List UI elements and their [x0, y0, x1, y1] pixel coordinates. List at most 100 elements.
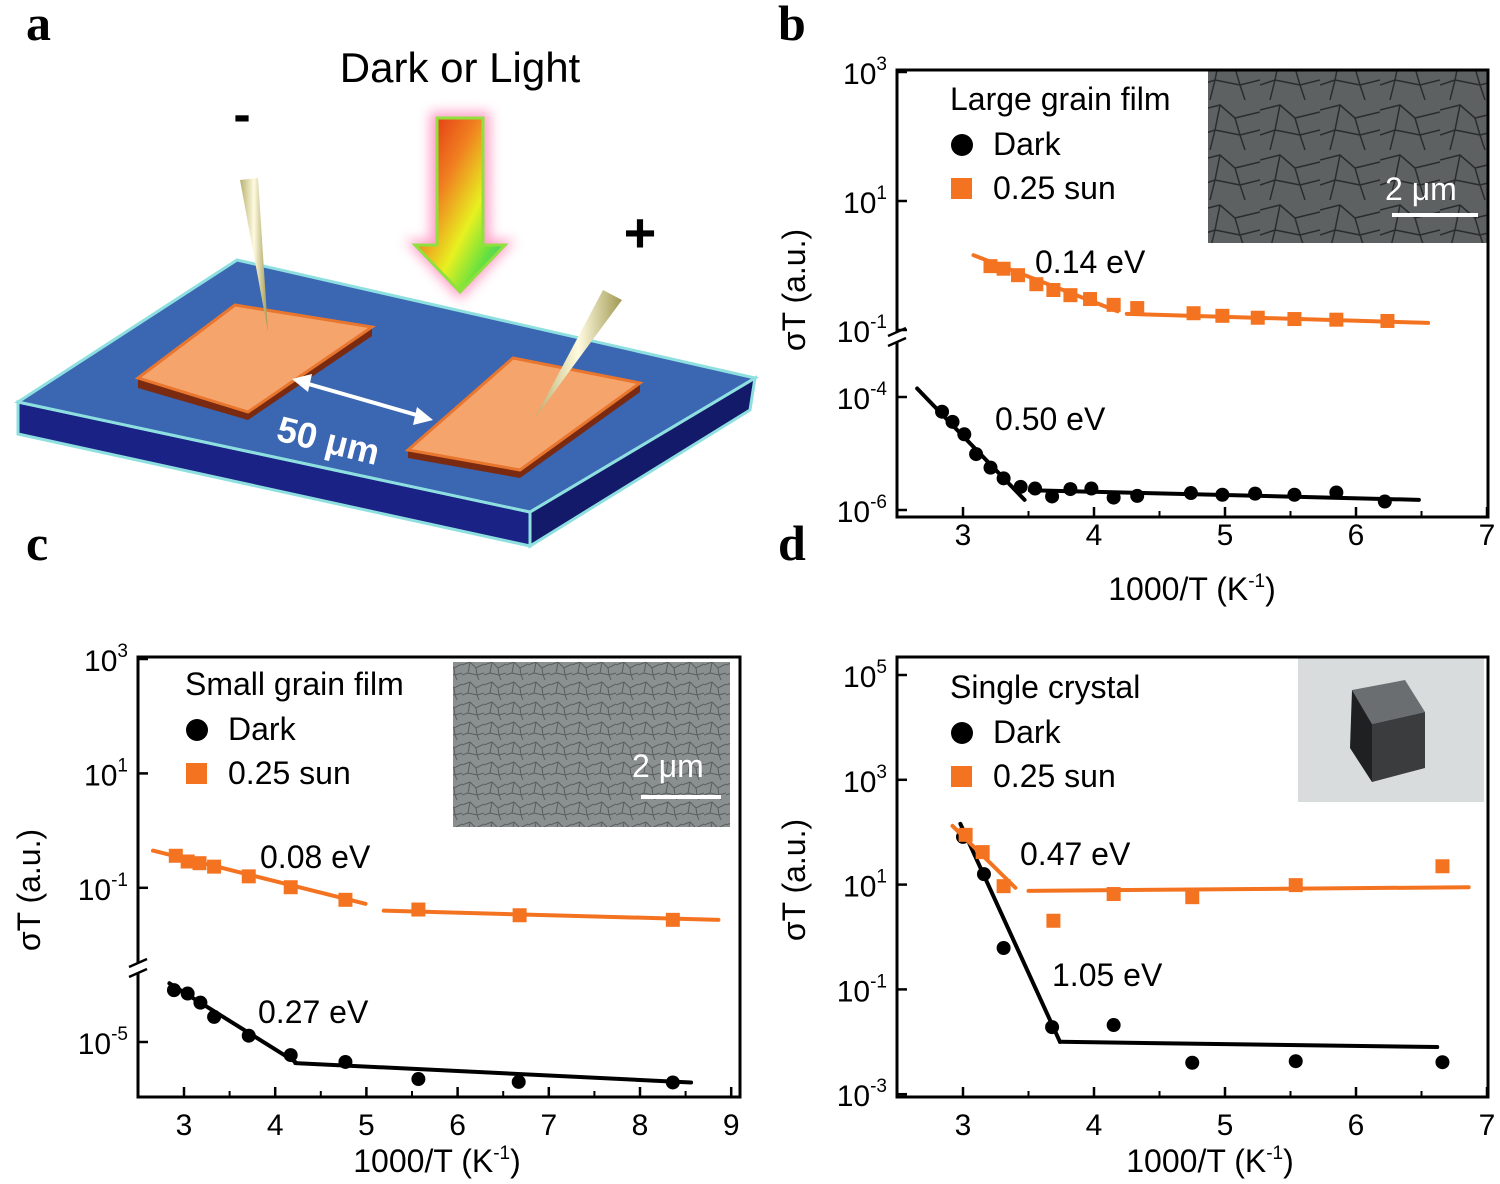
data-point [241, 1028, 256, 1043]
data-point [1185, 1055, 1200, 1070]
data-point [1287, 487, 1302, 502]
y-tick-label: 10-5 [78, 1024, 128, 1061]
y-tick-label: 101 [843, 867, 887, 904]
x-tick-label: 5 [1217, 519, 1234, 552]
y-tick-base: 10 [837, 1080, 870, 1113]
y-tick-label: 10-4 [837, 379, 888, 416]
data-point [1329, 485, 1344, 500]
left-probe-icon [240, 178, 268, 332]
legend-title: Large grain film [950, 81, 1171, 117]
data-point [411, 902, 426, 917]
y-tick-base: 10 [843, 766, 876, 799]
data-point [975, 845, 990, 860]
data-point [957, 427, 972, 442]
data-point [935, 404, 950, 419]
y-tick-label: 105 [843, 657, 887, 694]
legend-marker-light [951, 178, 972, 199]
x-tick-label: 6 [449, 1109, 466, 1142]
y-tick-label: 10-6 [837, 492, 887, 529]
data-point [338, 892, 353, 907]
y-tick-exponent: -3 [870, 1076, 887, 1097]
activation-energy-label: 0.08 eV [260, 839, 371, 875]
x-axis-label: 1000/T (K-1) [1108, 571, 1276, 607]
data-point [1029, 277, 1044, 292]
right-probe-icon [535, 290, 622, 418]
activation-energy-label: 0.27 eV [258, 994, 369, 1030]
y-tick-exponent: 3 [876, 762, 887, 783]
y-tick-base: 10 [837, 316, 870, 349]
y-tick-base: 10 [78, 874, 111, 907]
y-tick-base: 10 [84, 645, 117, 678]
y-axis-label: σT (a.u.) [11, 829, 47, 951]
data-point [1185, 890, 1200, 905]
y-tick-exponent: -6 [870, 492, 887, 513]
data-point [1380, 313, 1395, 328]
data-point [1046, 283, 1061, 298]
data-point [1435, 859, 1450, 874]
data-point [168, 848, 183, 863]
scale-bar-label: 2 μm [632, 748, 704, 784]
data-point [1046, 913, 1061, 928]
x-tick-label: 4 [1086, 1109, 1103, 1142]
y-tick-exponent: -1 [111, 870, 128, 891]
y-tick-exponent: 1 [876, 183, 887, 204]
x-tick-label: 4 [1086, 519, 1103, 552]
fit-line [381, 908, 721, 922]
y-tick-base: 10 [837, 975, 870, 1008]
data-point [958, 827, 973, 842]
data-point [207, 859, 222, 874]
data-point [945, 414, 960, 429]
data-point [1186, 306, 1201, 321]
legend-label: 0.25 sun [993, 758, 1116, 794]
x-tick-label: 7 [540, 1109, 557, 1142]
y-tick-exponent: -1 [870, 312, 887, 333]
y-tick-exponent: 1 [876, 867, 887, 888]
y-tick-label: 10-1 [78, 870, 128, 907]
data-point [1084, 481, 1099, 496]
axis-break-mark [887, 336, 907, 348]
substrate-top [14, 258, 759, 514]
data-point [1183, 486, 1198, 501]
data-point [283, 880, 298, 895]
x-tick-label: 9 [723, 1109, 740, 1142]
legend-label: 0.25 sun [228, 755, 351, 791]
legend-marker-light [186, 763, 207, 784]
legend-label: Dark [228, 711, 297, 747]
data-point [983, 259, 998, 274]
panel-label-d: d [778, 515, 806, 571]
y-tick-base: 10 [837, 496, 870, 529]
data-point [1063, 288, 1078, 303]
data-point [283, 1048, 298, 1063]
y-tick-exponent: -5 [111, 1024, 128, 1045]
data-point [241, 869, 256, 884]
x-tick-label: 7 [1479, 519, 1496, 552]
x-tick-label: 5 [1217, 1109, 1234, 1142]
illumination-title: Dark or Light [340, 44, 581, 91]
y-tick-label: 101 [843, 183, 887, 220]
legend-marker-dark [951, 722, 973, 744]
x-tick-label: 8 [632, 1109, 649, 1142]
y-tick-label: 103 [843, 762, 887, 799]
data-point [996, 261, 1011, 276]
activation-energy-label: 0.47 eV [1020, 836, 1131, 872]
data-point [1106, 490, 1121, 505]
y-tick-label: 10-1 [837, 971, 887, 1008]
data-point [665, 1075, 680, 1090]
series-light [971, 253, 1431, 328]
data-point [1215, 308, 1230, 323]
x-tick-label: 5 [358, 1109, 375, 1142]
single-crystal-photo [1298, 657, 1484, 802]
data-point [1287, 312, 1302, 327]
x-tick-label: 6 [1348, 1109, 1365, 1142]
legend-marker-light [951, 766, 972, 787]
data-point [180, 986, 195, 1001]
data-point [1045, 1020, 1060, 1035]
data-point [166, 983, 181, 998]
data-point [996, 879, 1011, 894]
x-tick-label: 4 [267, 1109, 284, 1142]
negative-terminal-label: - [233, 86, 250, 144]
activation-energy-label: 1.05 eV [1052, 957, 1163, 993]
